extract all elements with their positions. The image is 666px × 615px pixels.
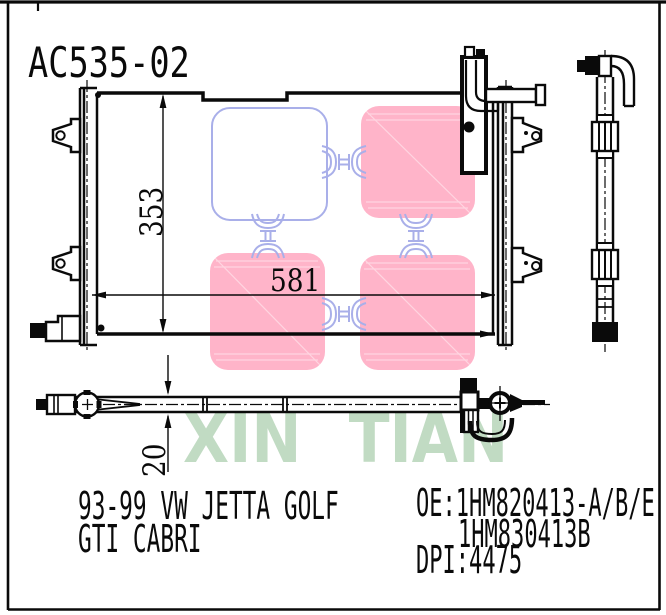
connector-right xyxy=(399,213,433,259)
dimension-width-581: 581 xyxy=(92,262,495,299)
dim-width-label: 581 xyxy=(270,262,320,299)
fitting-top-right xyxy=(460,45,547,175)
dimension-depth-20: 20 xyxy=(136,355,173,477)
highlight-stamps xyxy=(210,106,475,370)
mount-bracket-left-lower xyxy=(51,245,82,282)
core-top-edge xyxy=(97,91,462,102)
corner-dot-bottom xyxy=(97,324,105,332)
highlight-square-bottom-left xyxy=(210,253,325,370)
mount-bracket-right-lower xyxy=(510,246,543,284)
mount-bracket-right-upper xyxy=(510,116,543,154)
side-view-band-upper xyxy=(590,120,620,153)
highlight-texture xyxy=(214,110,471,366)
condenser-front-view xyxy=(30,45,547,352)
oe-number-line1: OE:1HM820413-A/B/E xyxy=(416,482,655,526)
bottom-view-section-ticks xyxy=(202,397,288,412)
highlight-square-top-right xyxy=(361,106,475,218)
bottom-edge-arrow xyxy=(480,330,495,338)
condenser-side-view xyxy=(577,50,636,352)
bottom-view-left-plug xyxy=(36,399,47,410)
bottom-view-taper xyxy=(98,398,141,411)
fitting-bottom-left xyxy=(30,314,82,343)
mount-bracket-left-upper xyxy=(51,117,82,154)
connector-top xyxy=(321,145,367,179)
connector-bottom xyxy=(321,297,367,331)
left-header-tank xyxy=(78,86,99,347)
application-line1: 93-99 VW JETTA GOLF xyxy=(78,485,339,529)
side-view-band-lower xyxy=(590,248,620,281)
dimension-height-353: 353 xyxy=(133,94,170,333)
bottom-view-right-fitting xyxy=(459,378,545,443)
highlight-square-top-left-outline xyxy=(211,107,328,221)
highlight-outlines xyxy=(211,107,433,331)
dpi-number: DPI:4475 xyxy=(416,539,522,583)
condenser-bottom-view xyxy=(36,378,550,443)
oe-number-line2: 1HM830413B xyxy=(458,513,591,557)
dim-depth-label: 20 xyxy=(136,443,173,477)
dim-height-label: 353 xyxy=(133,187,170,237)
side-view-inlet-plug xyxy=(585,56,599,75)
side-view-elbow-pipe xyxy=(610,54,636,106)
highlight-square-bottom-right xyxy=(360,255,475,370)
bottom-view-boss xyxy=(73,390,102,419)
side-view-bottom-cap xyxy=(592,322,618,342)
part-number: AC535-02 xyxy=(28,38,190,87)
watermark-text: XIN TIAN xyxy=(183,400,508,479)
application-line2: GTI CABRI xyxy=(78,518,202,562)
right-header-tank xyxy=(496,85,514,347)
corner-dot-top xyxy=(95,92,101,98)
